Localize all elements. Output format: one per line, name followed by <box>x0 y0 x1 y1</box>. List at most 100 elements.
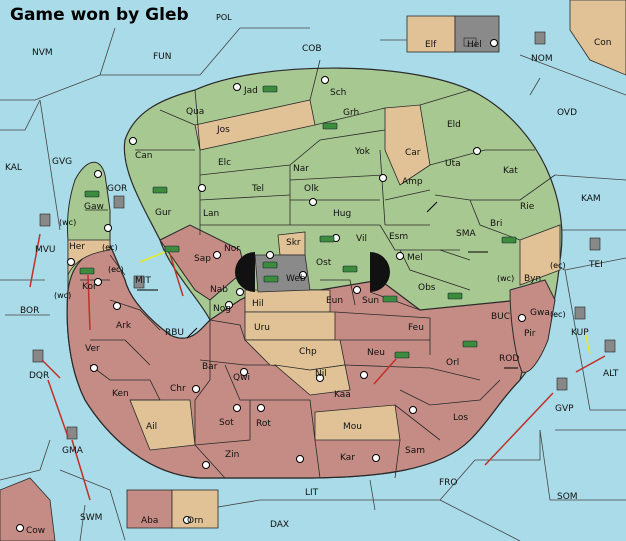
label-sma: SMA <box>456 229 476 239</box>
label-olk: Olk <box>304 184 320 194</box>
coast-tag: (wc) <box>54 291 71 300</box>
label-ail: Ail <box>146 422 157 432</box>
label-gwa: Gwa <box>530 308 550 318</box>
region-her <box>67 239 111 276</box>
land-labels: Jad Sch Qua Jos Grh Eld Can Elc Yok Car … <box>26 38 612 536</box>
label-sch: Sch <box>330 88 346 98</box>
label-vil: Vil <box>356 234 367 244</box>
coast-tags: (wc) (ec) (ec) (wc) (wc) (ec) (ec) <box>54 218 566 319</box>
label-qua: Qua <box>186 107 204 117</box>
coast-tag: (ec) <box>108 265 124 274</box>
label-skr: Skr <box>286 238 301 248</box>
label-orl: Orl <box>446 358 459 368</box>
supply-centers <box>16 39 526 532</box>
yellow-arrows <box>139 251 591 355</box>
sea-borders <box>0 27 626 541</box>
label-qwi: Qwi <box>233 373 250 383</box>
label-orn: Orn <box>187 516 203 526</box>
label-nab: Nab <box>210 285 228 295</box>
island-orn <box>171 489 219 529</box>
label-ark: Ark <box>116 321 132 331</box>
label-eld: Eld <box>447 120 461 130</box>
label-zin: Zin <box>225 450 239 460</box>
label-tei: TEI <box>588 260 603 270</box>
game-status-title: Game won by Gleb <box>10 5 189 25</box>
label-nar: Nar <box>293 164 309 174</box>
label-mel: Mel <box>407 253 423 263</box>
label-nog: Nog <box>213 304 231 314</box>
label-ver: Ver <box>85 344 100 354</box>
label-rot: Rot <box>256 419 271 429</box>
label-jad: Jad <box>243 86 258 96</box>
label-alt: ALT <box>603 369 619 379</box>
label-som: SOM <box>557 492 578 502</box>
label-grh: Grh <box>343 108 359 118</box>
label-byn: Byn <box>524 274 541 284</box>
label-obs: Obs <box>418 283 436 293</box>
label-gor: GOR <box>107 184 127 194</box>
label-los: Los <box>453 413 468 423</box>
label-kat: Kat <box>503 166 518 176</box>
region-pir <box>509 279 556 373</box>
label-hel: Hel <box>467 40 482 50</box>
coast-tag: (wc) <box>59 218 76 227</box>
label-yok: Yok <box>354 147 371 157</box>
label-uru: Uru <box>254 323 270 333</box>
label-gvg: GVG <box>52 157 72 167</box>
label-nom: NOM <box>531 54 553 64</box>
label-mit: MIT <box>135 276 151 286</box>
label-sot: Sot <box>219 418 234 428</box>
label-fun: FUN <box>153 52 172 62</box>
label-sun: Sun <box>362 296 379 306</box>
label-gvp: GVP <box>555 404 574 414</box>
capsule-right <box>370 252 390 292</box>
label-con: Con <box>594 38 612 48</box>
label-hil: Hil <box>252 299 264 309</box>
label-sap: Sap <box>194 254 211 264</box>
label-buc: BUC <box>491 312 510 322</box>
label-swm: SWM <box>80 513 102 523</box>
coast-tag: (ec) <box>102 243 118 252</box>
label-ovd: OVD <box>557 108 577 118</box>
label-kal: KAL <box>5 163 22 173</box>
island-con <box>569 0 626 76</box>
label-mou: Mou <box>343 422 362 432</box>
label-gma: GMA <box>62 446 84 456</box>
label-chr: Chr <box>170 384 186 394</box>
label-bri: Bri <box>490 219 502 229</box>
label-rie: Rie <box>520 202 535 212</box>
label-nor: Nor <box>224 244 240 254</box>
region-byn <box>519 224 561 286</box>
label-lit: LIT <box>305 488 319 498</box>
label-bor: BOR <box>20 306 39 316</box>
island-aba <box>126 489 173 529</box>
label-nil: Nil <box>315 369 327 379</box>
label-tel: Tel <box>251 184 264 194</box>
label-kaa: Kaa <box>334 390 351 400</box>
label-her: Her <box>69 242 85 252</box>
label-feu: Feu <box>408 323 424 333</box>
coast-tag: (ec) <box>550 261 566 270</box>
label-jos: Jos <box>216 125 230 135</box>
label-elf: Elf <box>425 40 437 50</box>
label-fro: FRO <box>439 478 458 488</box>
label-bar: Bar <box>202 362 218 372</box>
label-can: Can <box>135 151 153 161</box>
label-cob: COB <box>302 44 322 54</box>
label-amp: Amp <box>402 177 423 187</box>
label-mvu: MVU <box>35 245 56 255</box>
island-cow <box>0 477 56 541</box>
label-rod: ROD <box>499 354 519 364</box>
label-ken: Ken <box>112 389 129 399</box>
island-elf <box>406 15 456 53</box>
order-arrows <box>29 233 606 501</box>
label-neu: Neu <box>367 348 385 358</box>
label-gaw: Gaw <box>84 202 104 212</box>
label-pir: Pir <box>524 329 536 339</box>
units <box>32 31 616 440</box>
region-nil <box>273 364 351 396</box>
label-cow: Cow <box>26 526 45 536</box>
label-car: Car <box>405 148 421 158</box>
label-kar: Kar <box>340 453 355 463</box>
